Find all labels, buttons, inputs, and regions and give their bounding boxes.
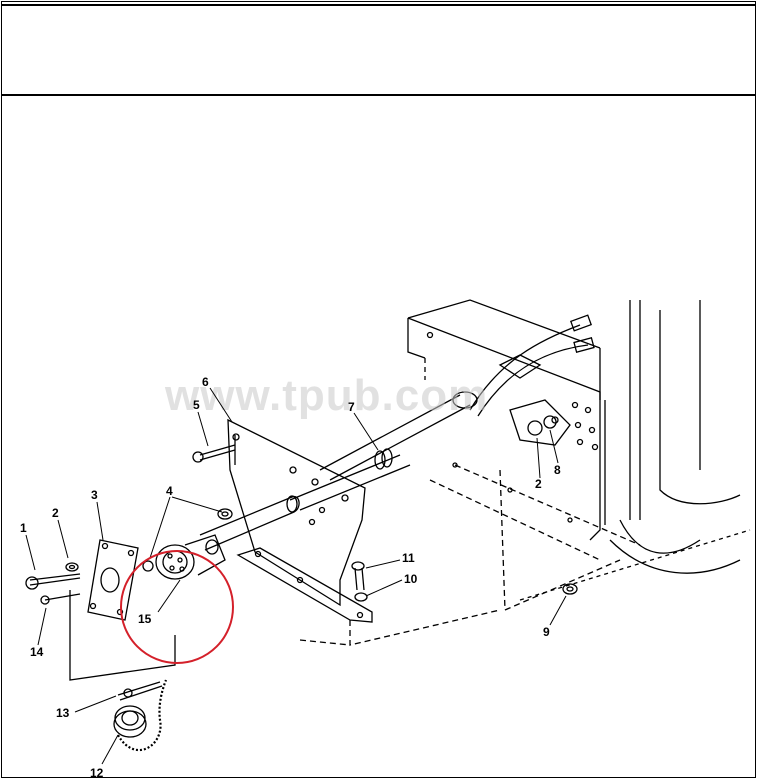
callout-2-left: 2 — [52, 506, 59, 520]
header-box — [1, 1, 756, 96]
callout-2-right: 2 — [535, 477, 542, 491]
highlight-circle — [120, 550, 234, 664]
callout-13: 13 — [56, 706, 70, 720]
callout-9: 9 — [543, 625, 550, 639]
callout-12: 12 — [90, 766, 104, 780]
callout-1: 1 — [20, 521, 27, 535]
callout-14: 14 — [30, 645, 44, 659]
callout-labels: 1 2 3 4 5 6 7 2 8 9 10 11 12 13 14 15 — [20, 375, 561, 780]
callout-5: 5 — [193, 398, 200, 412]
callout-7: 7 — [348, 400, 355, 414]
watermark: www.tpub.com — [164, 371, 488, 420]
top-rule — [1, 4, 756, 6]
callout-6: 6 — [202, 375, 209, 389]
callout-4: 4 — [166, 484, 173, 498]
callout-11: 11 — [402, 551, 415, 565]
leader-lines — [25, 387, 567, 765]
callout-8: 8 — [554, 463, 561, 477]
callout-3: 3 — [91, 488, 98, 502]
assembly-drawing — [25, 299, 751, 751]
callout-15: 15 — [138, 612, 152, 626]
callout-10: 10 — [404, 572, 418, 586]
